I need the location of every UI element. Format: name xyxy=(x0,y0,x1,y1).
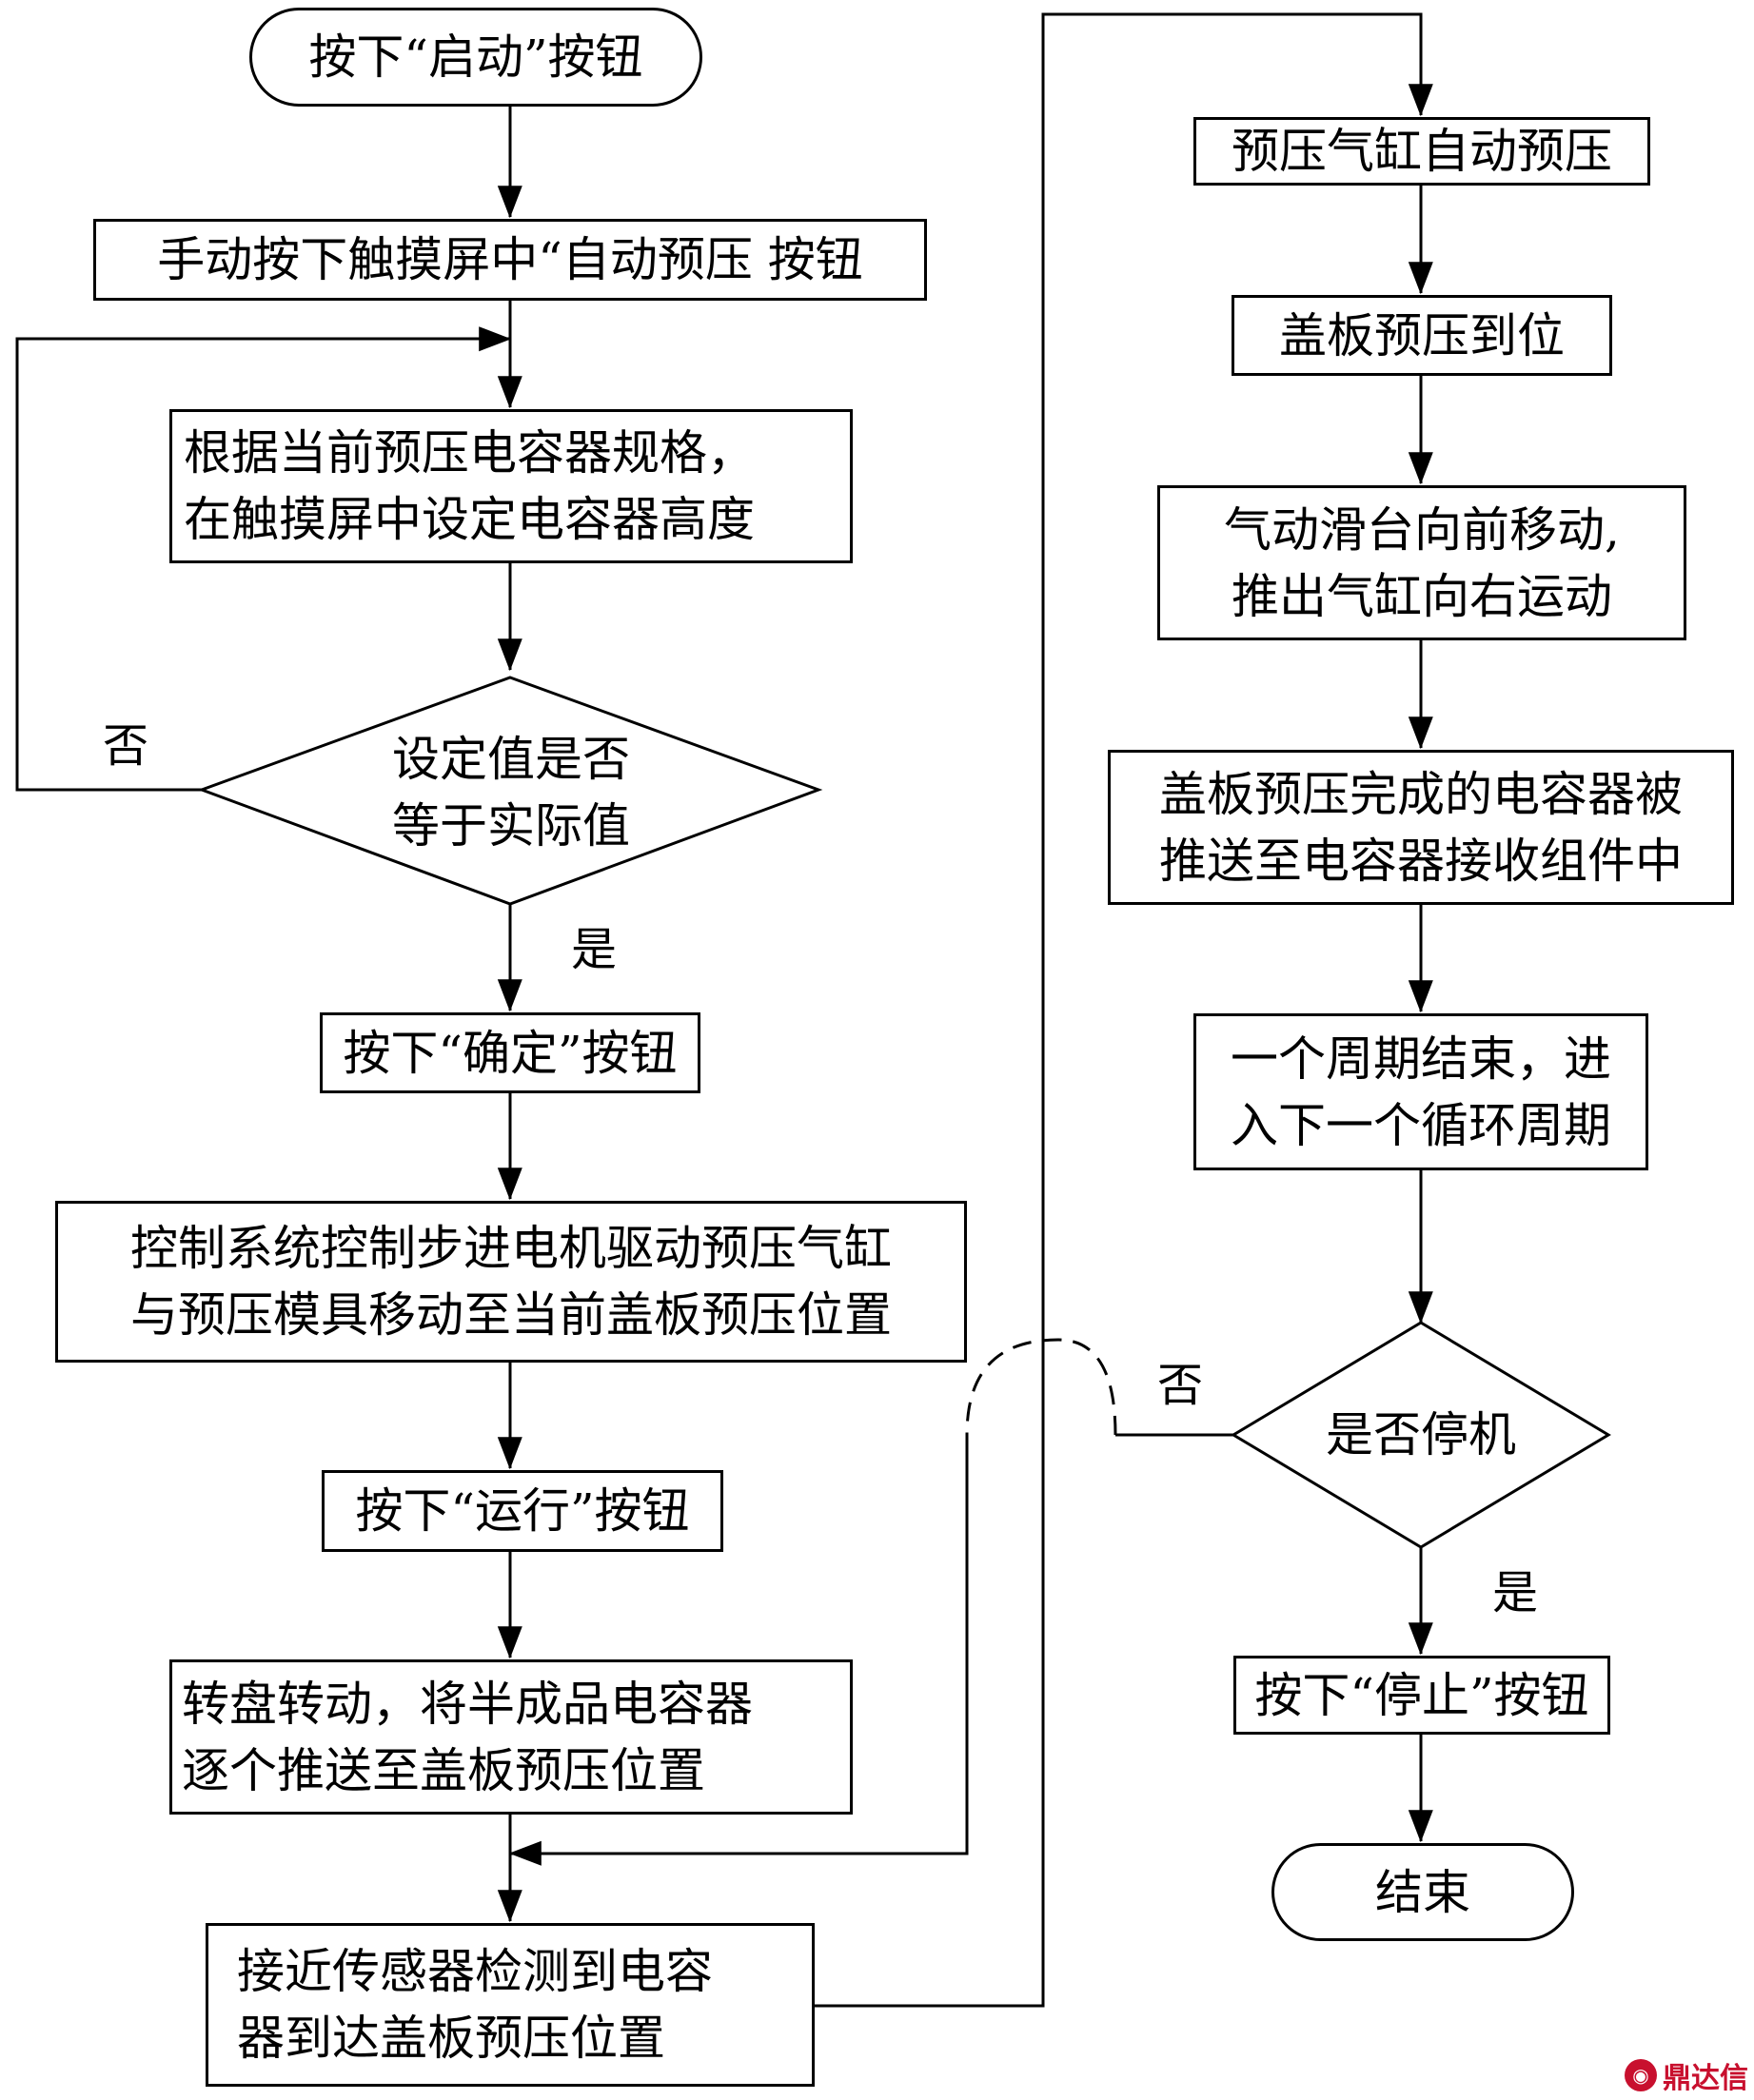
decision-stop-diamond xyxy=(1231,1321,1611,1549)
press-confirm-text: 按下“确定”按钮 xyxy=(343,1025,678,1081)
edge-stopcheck-no-loop xyxy=(508,1338,1233,1866)
turntable-text-2: 逐个推送至盖板预压位置 xyxy=(182,1742,705,1798)
end-text: 结束 xyxy=(1375,1864,1470,1920)
set-height-text-1: 根据当前预压电容器规格， xyxy=(184,425,755,481)
cycle-end-box: 一个周期结束，进 入下一个循环周期 xyxy=(1193,1013,1648,1170)
check-stop-no-label: 否 xyxy=(1157,1359,1204,1412)
start-text: 按下“启动”按钮 xyxy=(308,29,643,85)
sensor-detect-text-2: 器到达盖板预压位置 xyxy=(237,2011,665,2066)
press-confirm-box: 按下“确定”按钮 xyxy=(320,1012,700,1093)
cover-in-place-text: 盖板预压到位 xyxy=(1279,307,1565,363)
push-receive-box: 盖板预压完成的电容器被 推送至电容器接收组件中 xyxy=(1108,750,1734,905)
touch-auto-prepress-box: 手动按下触摸屏中“自动预压 按钮 xyxy=(93,219,927,301)
end-terminal: 结束 xyxy=(1271,1843,1574,1941)
control-motor-text-1: 控制系统控制步进电机驱动预压气缸 xyxy=(130,1221,892,1276)
auto-prepress-box: 预压气缸自动预压 xyxy=(1193,117,1650,186)
set-height-text-2: 在触摸屏中设定电容器高度 xyxy=(184,492,755,547)
push-receive-text-2: 推送至电容器接收组件中 xyxy=(1159,833,1683,889)
watermark: ◉ 鼎达信 xyxy=(1625,2054,1748,2096)
decision-value-diamond xyxy=(197,676,823,906)
check-value-text-1: 设定值是否 xyxy=(392,732,630,787)
cover-in-place-box: 盖板预压到位 xyxy=(1232,295,1612,376)
sensor-detect-text-1: 接近传感器检测到电容 xyxy=(237,1944,713,1999)
watermark-logo-icon: ◉ xyxy=(1625,2059,1657,2091)
press-stop-text: 按下“停止”按钮 xyxy=(1254,1667,1589,1723)
press-run-text: 按下“运行”按钮 xyxy=(355,1483,690,1539)
cycle-end-text-1: 一个周期结束，进 xyxy=(1231,1030,1611,1087)
control-motor-text-2: 与预压模具移动至当前盖板预压位置 xyxy=(130,1287,892,1343)
check-value-no-label: 否 xyxy=(103,719,149,773)
sensor-detect-box: 接近传感器检测到电容 器到达盖板预压位置 xyxy=(206,1923,815,2087)
set-height-box: 根据当前预压电容器规格， 在触摸屏中设定电容器高度 xyxy=(169,409,853,563)
control-motor-box: 控制系统控制步进电机驱动预压气缸 与预压模具移动至当前盖板预压位置 xyxy=(55,1201,967,1363)
press-stop-box: 按下“停止”按钮 xyxy=(1233,1656,1610,1735)
check-value-yes-label: 是 xyxy=(571,923,618,976)
slide-forward-text-2: 推出气缸向右运动 xyxy=(1232,568,1612,624)
cycle-end-text-2: 入下一个循环周期 xyxy=(1231,1097,1611,1153)
edge-sensor-to-prepress xyxy=(815,12,1433,2008)
touch-auto-prepress-text: 手动按下触摸屏中“自动预压 按钮 xyxy=(157,232,863,287)
start-terminal: 按下“启动”按钮 xyxy=(249,8,702,107)
press-run-box: 按下“运行”按钮 xyxy=(322,1470,723,1552)
edge-check-no-loop xyxy=(15,326,512,792)
slide-forward-text-1: 气动滑台向前移动, xyxy=(1224,501,1620,558)
check-stop-yes-label: 是 xyxy=(1492,1566,1539,1619)
check-stop-text: 是否停机 xyxy=(1326,1407,1516,1462)
auto-prepress-text: 预压气缸自动预压 xyxy=(1232,124,1612,179)
push-receive-text-1: 盖板预压完成的电容器被 xyxy=(1159,766,1683,822)
check-stop-decision: 是否停机 xyxy=(1269,1402,1573,1468)
slide-forward-box: 气动滑台向前移动, 推出气缸向右运动 xyxy=(1157,485,1686,640)
watermark-text: 鼎达信 xyxy=(1663,2062,1748,2095)
turntable-text-1: 转盘转动，将半成品电容器 xyxy=(182,1676,753,1732)
turntable-box: 转盘转动，将半成品电容器 逐个推送至盖板预压位置 xyxy=(169,1659,853,1815)
check-value-decision: 设定值是否 等于实际值 xyxy=(325,721,697,864)
check-value-text-2: 等于实际值 xyxy=(392,798,630,854)
